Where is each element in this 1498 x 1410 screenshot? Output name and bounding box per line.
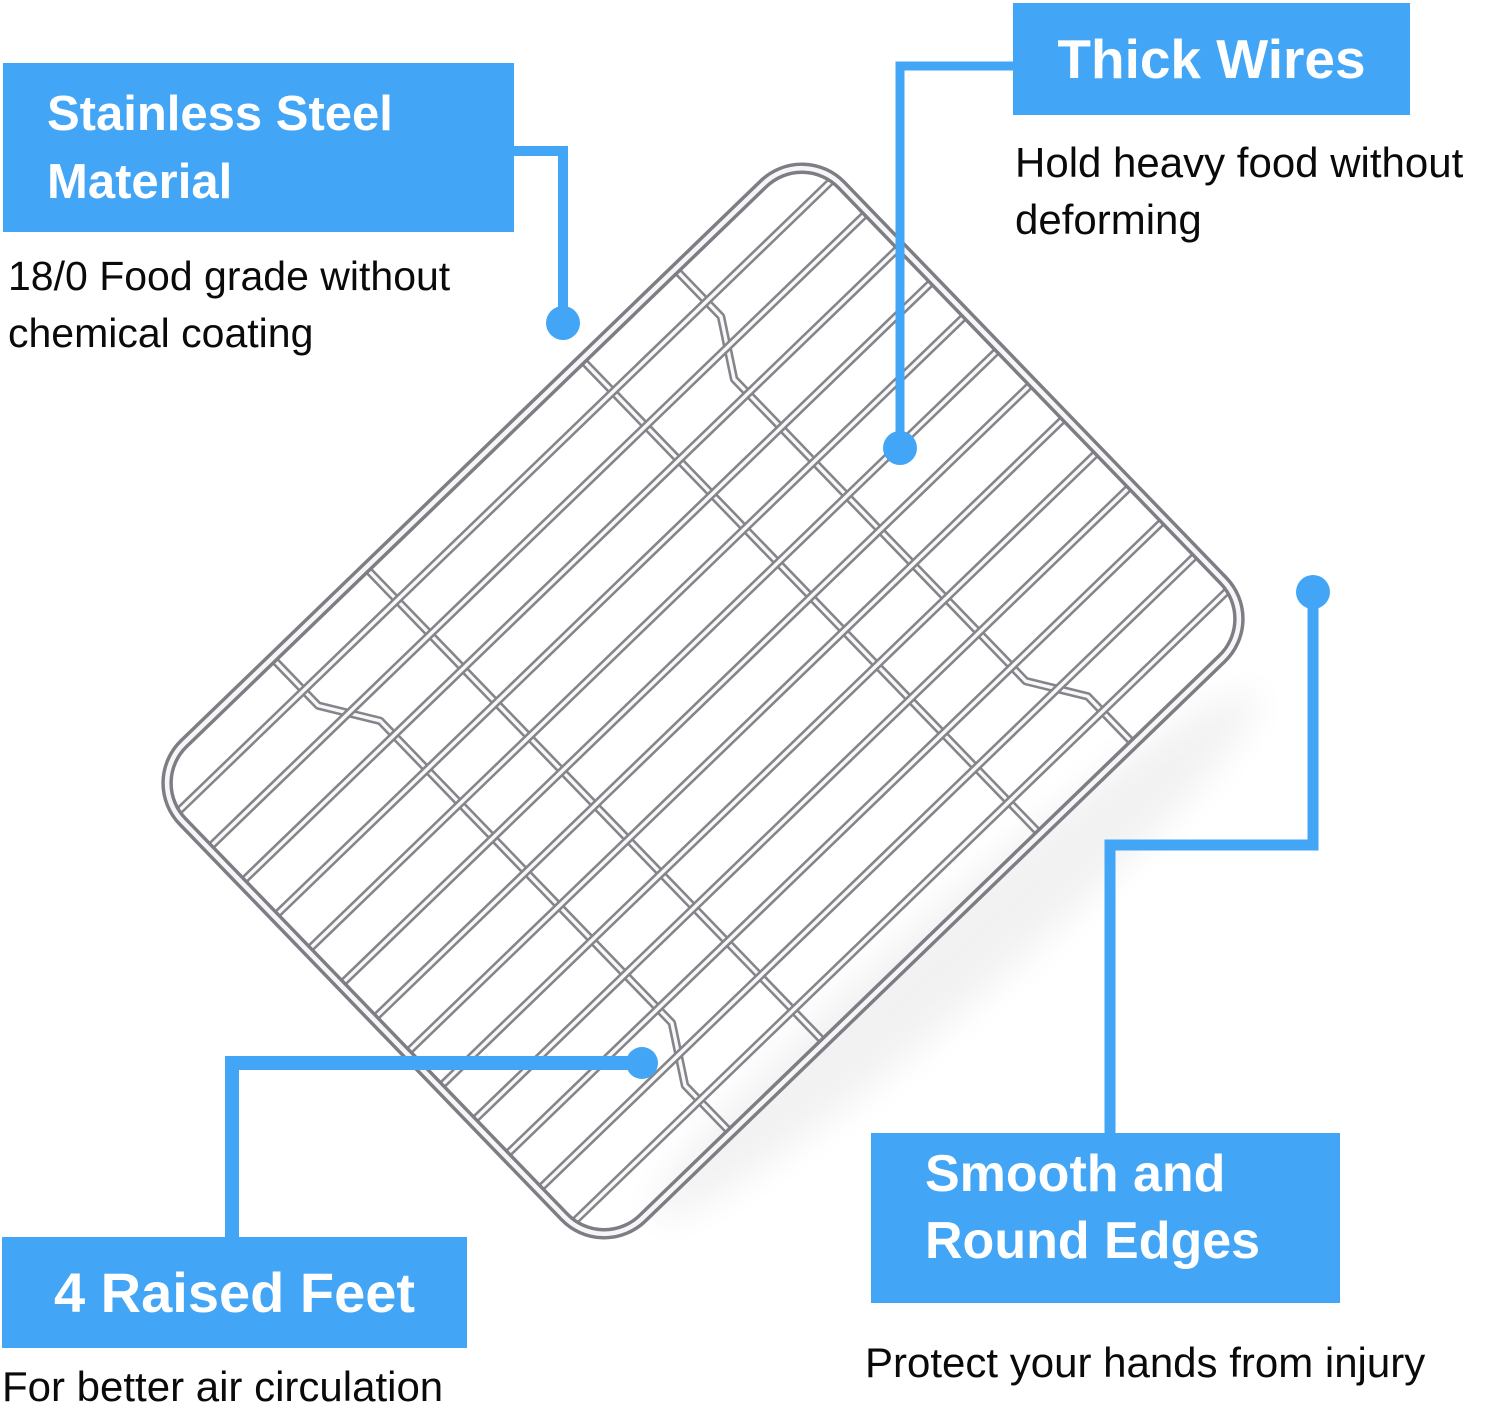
feature-title-line: Stainless Steel (47, 86, 393, 141)
feature-title-line: Material (47, 154, 233, 209)
feature-description-wires: Hold heavy food without deforming (1015, 139, 1464, 243)
rack-shadow (651, 690, 1259, 1220)
callout-dot-edges (1296, 575, 1330, 609)
callout-line-wires (883, 61, 1013, 465)
feature-title-line: Thick Wires (1057, 28, 1366, 90)
feature-title-line: Round Edges (925, 1212, 1261, 1270)
callout-line-material (514, 146, 580, 340)
feature-label-wires: Thick Wires (1013, 3, 1410, 115)
feature-title-line: Smooth and (925, 1145, 1226, 1203)
callout-dot-material (546, 306, 580, 340)
callout-line-edges (1104, 575, 1330, 1133)
callout-line-feet (225, 1047, 658, 1237)
callout-dot-feet (626, 1047, 658, 1079)
feature-label-material: Stainless Steel Material (3, 63, 514, 232)
feature-title-line: 4 Raised Feet (53, 1261, 416, 1324)
feature-description-material: 18/0 Food grade without chemical coating (8, 253, 451, 356)
feature-label-edges: Smooth and Round Edges (871, 1133, 1340, 1303)
feature-label-feet: 4 Raised Feet (2, 1237, 467, 1348)
feature-description-feet: For better air circulation (2, 1363, 444, 1410)
callout-dot-wires (883, 431, 917, 465)
feature-description-edges: Protect your hands from injury (865, 1339, 1426, 1386)
